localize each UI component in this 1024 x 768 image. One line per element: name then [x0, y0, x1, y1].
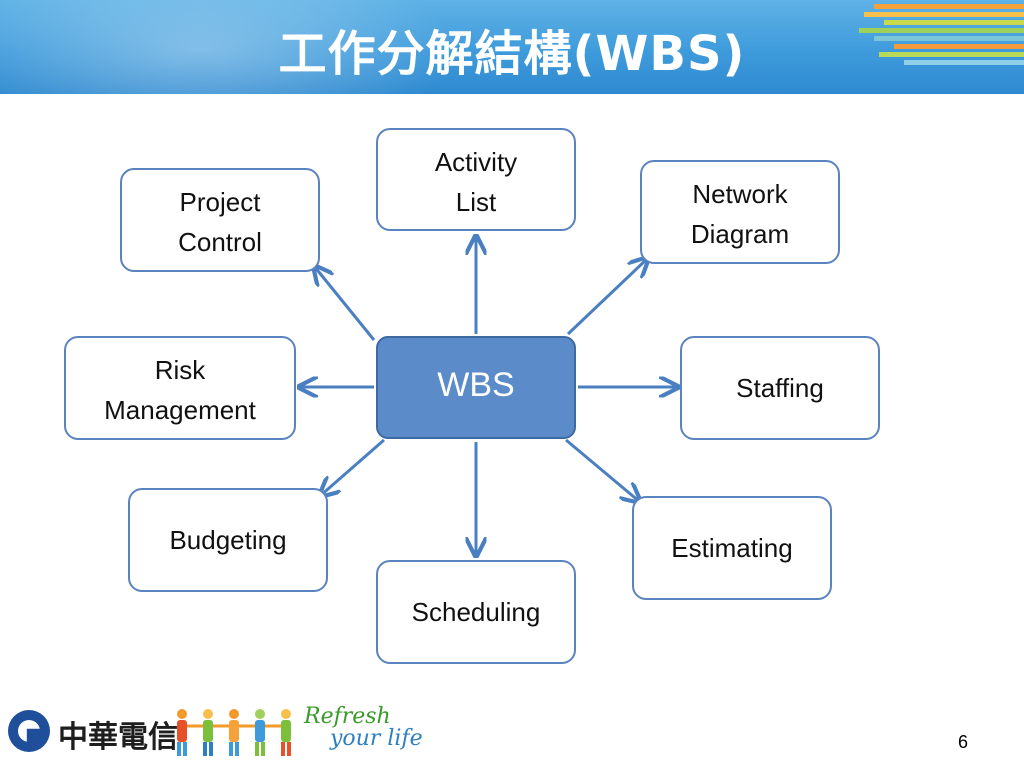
title-bar: 工作分解結構(WBS): [0, 0, 1024, 94]
node-label-line: Risk: [154, 355, 206, 385]
node-label-line: Control: [178, 227, 262, 257]
node-scheduling: Scheduling: [376, 560, 576, 664]
node-label-line: Activity: [434, 147, 518, 177]
node-label-line: Management: [104, 395, 256, 425]
node-staffing: Staffing: [680, 336, 880, 440]
node-label-line: Budgeting: [169, 525, 287, 555]
node-label-line: Estimating: [671, 533, 793, 563]
page-number: 6: [957, 732, 968, 752]
node-risk-management: Risk Management: [64, 336, 296, 440]
tagline-line-1: Refresh: [304, 704, 391, 729]
company-logo-icon: [8, 710, 50, 752]
company-name: 中華電信: [58, 720, 178, 755]
people-figures-icon: [177, 709, 291, 756]
node-label-line: Network: [692, 179, 788, 209]
footer-logo: 中華電信 Refresh your life: [8, 704, 448, 760]
arrow-to-project-control: [314, 266, 376, 341]
slide-title: 工作分解結構(WBS): [278, 26, 746, 82]
node-label-line: Project: [179, 187, 261, 217]
arrow-to-budgeting: [320, 438, 385, 496]
node-project-control: Project Control: [120, 168, 320, 272]
arrow-to-network-diagram: [566, 258, 648, 336]
node-estimating: Estimating: [632, 496, 832, 600]
node-label-line: Scheduling: [411, 597, 541, 627]
node-budgeting: Budgeting: [128, 488, 328, 592]
center-node-wbs: WBS: [376, 336, 576, 439]
node-label-line: List: [455, 187, 497, 217]
tagline: Refresh your life: [304, 706, 444, 750]
tagline-line-2: your life: [330, 726, 423, 751]
center-node-label: WBS: [437, 366, 515, 404]
node-label-line: Staffing: [736, 373, 824, 403]
node-network-diagram: Network Diagram: [640, 160, 840, 264]
arrow-to-estimating: [565, 438, 640, 502]
node-activity-list: Activity List: [376, 128, 576, 231]
node-label-line: Diagram: [690, 219, 790, 249]
decorative-stripes: [854, 0, 1024, 94]
